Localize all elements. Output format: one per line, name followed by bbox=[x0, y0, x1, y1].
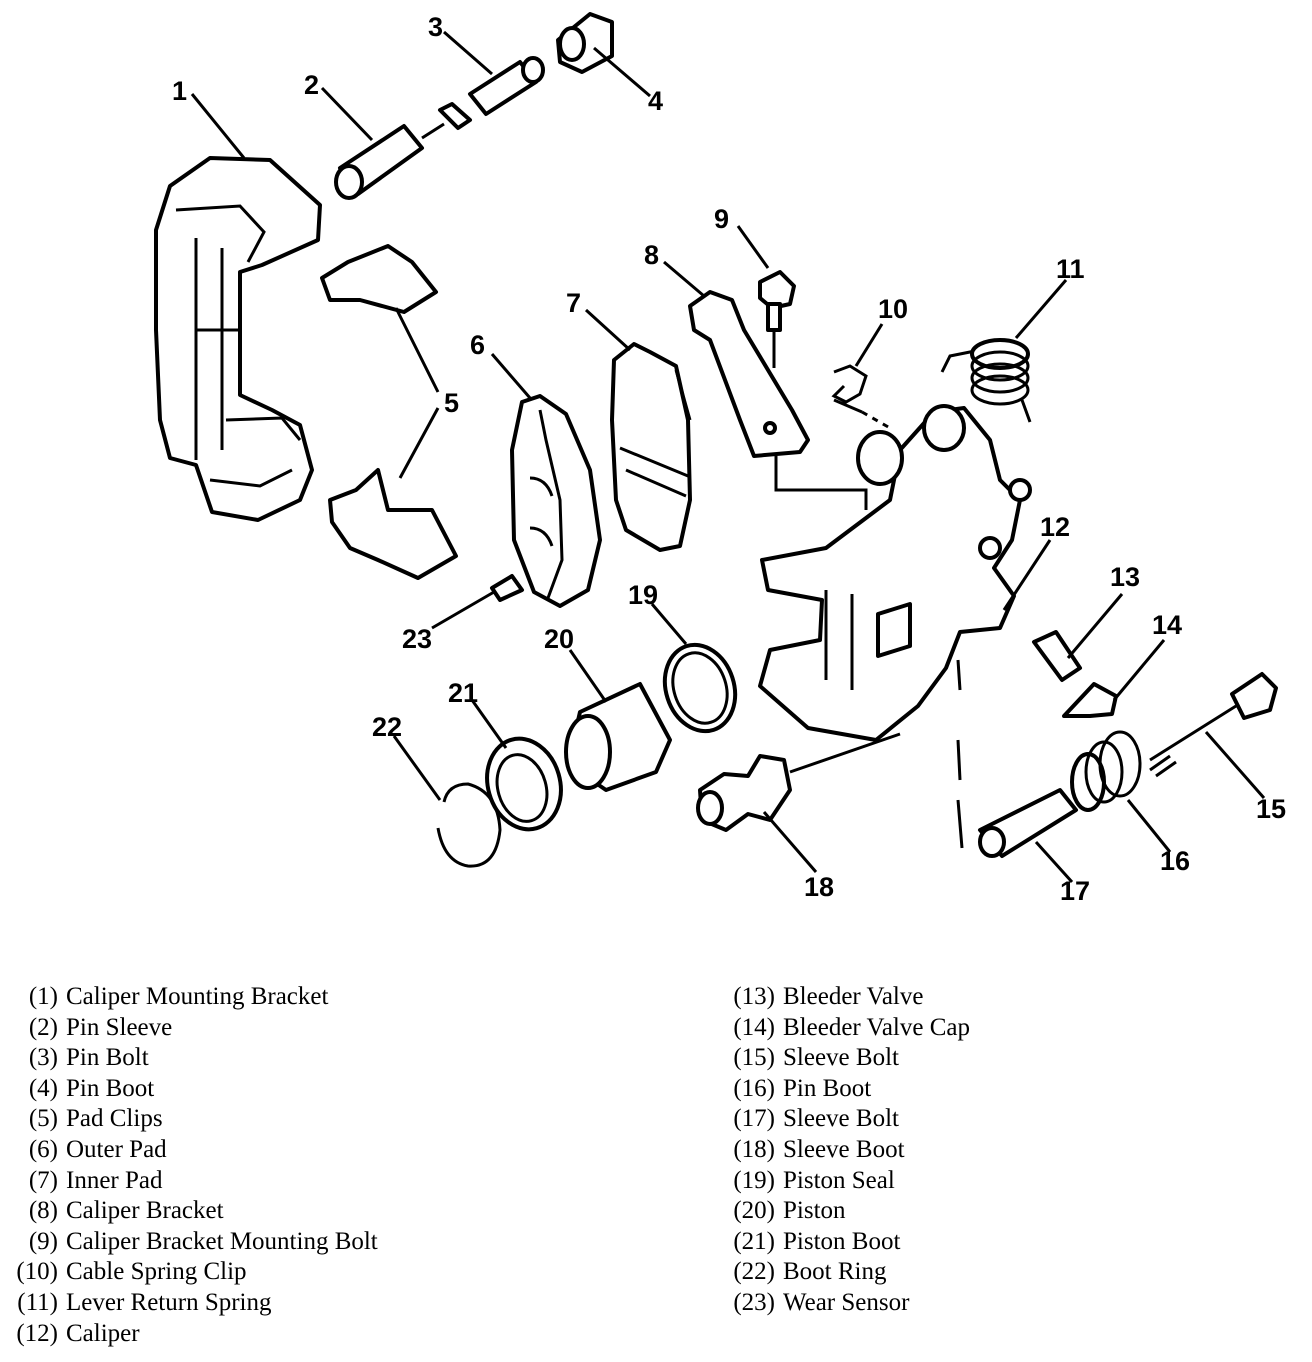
outer-pad-part bbox=[490, 394, 602, 608]
legend-item-8: (8)Caliper Bracket bbox=[28, 1197, 224, 1225]
sleeve-bolt-15-part bbox=[1149, 672, 1278, 778]
piston-part bbox=[564, 682, 672, 792]
cable-spring-clip-part bbox=[831, 364, 891, 430]
callout-19: 19 bbox=[628, 580, 658, 610]
legend-item-5: (5)Pad Clips bbox=[28, 1105, 163, 1133]
callout-18: 18 bbox=[804, 872, 834, 902]
callout-13: 13 bbox=[1110, 562, 1140, 592]
legend-left-column: (1)Caliper Mounting Bracket (2)Pin Sleev… bbox=[0, 982, 378, 1349]
parts-legend: (1)Caliper Mounting Bracket (2)Pin Sleev… bbox=[0, 982, 1312, 1352]
callout-8: 8 bbox=[644, 240, 659, 270]
sleeve-boot-part bbox=[696, 732, 901, 832]
callout-6: 6 bbox=[470, 330, 485, 360]
piston-boot-part bbox=[485, 736, 563, 832]
caliper-bracket-part bbox=[688, 290, 868, 510]
callout-4: 4 bbox=[648, 86, 663, 116]
callout-14: 14 bbox=[1152, 610, 1182, 640]
legend-item-16: (16)Pin Boot bbox=[733, 1074, 872, 1102]
callout-22: 22 bbox=[372, 712, 402, 742]
callout-2: 2 bbox=[304, 70, 319, 100]
legend-item-3: (3)Pin Bolt bbox=[28, 1044, 149, 1072]
callout-10: 10 bbox=[878, 294, 908, 324]
legend-item-22: (22)Boot Ring bbox=[733, 1258, 887, 1286]
legend-item-14: (14)Bleeder Valve Cap bbox=[733, 1013, 970, 1041]
legend-item-6: (6)Outer Pad bbox=[28, 1135, 167, 1163]
callout-21: 21 bbox=[448, 678, 478, 708]
caliper-mounting-bracket-part bbox=[154, 156, 322, 522]
pin-boot-16-part bbox=[1070, 730, 1142, 812]
legend-item-9: (9)Caliper Bracket Mounting Bolt bbox=[28, 1227, 378, 1255]
legend-item-21: (21)Piston Boot bbox=[733, 1227, 901, 1255]
bleeder-valve-cap-part bbox=[1062, 682, 1118, 718]
legend-item-1: (1)Caliper Mounting Bracket bbox=[28, 983, 329, 1010]
legend-item-12: (12)Caliper bbox=[16, 1319, 140, 1347]
bleeder-valve-part bbox=[1032, 630, 1082, 682]
callout-20: 20 bbox=[544, 624, 574, 654]
legend-item-13: (13)Bleeder Valve bbox=[733, 983, 924, 1010]
pin-bolt-part bbox=[438, 56, 545, 130]
pad-clips-part bbox=[320, 244, 458, 580]
callout-11: 11 bbox=[1056, 254, 1085, 284]
piston-seal-part bbox=[662, 642, 738, 734]
legend-item-4: (4)Pin Boot bbox=[28, 1074, 155, 1102]
callout-23: 23 bbox=[402, 624, 432, 654]
caliper-bracket-mounting-bolt-part bbox=[758, 270, 796, 368]
pin-sleeve-part bbox=[334, 122, 445, 200]
legend-right-column: (13)Bleeder Valve (14)Bleeder Valve Cap … bbox=[715, 982, 970, 1319]
callout-1: 1 bbox=[172, 76, 187, 106]
boot-ring-part bbox=[436, 782, 502, 868]
pin-boot-part bbox=[556, 12, 614, 74]
callout-numbers: 1 2 3 4 5 6 7 8 9 10 11 12 13 14 15 16 1… bbox=[172, 12, 1286, 906]
caliper-part bbox=[758, 404, 1032, 849]
legend-item-17: (17)Sleeve Bolt bbox=[733, 1105, 899, 1133]
lever-return-spring-part bbox=[940, 338, 1032, 423]
callout-7: 7 bbox=[566, 288, 581, 318]
inner-pad-part bbox=[610, 342, 692, 552]
callout-3: 3 bbox=[428, 12, 443, 42]
leader-lines bbox=[190, 30, 1266, 884]
callout-9: 9 bbox=[714, 204, 729, 234]
legend-item-19: (19)Piston Seal bbox=[733, 1166, 895, 1194]
callout-16: 16 bbox=[1160, 846, 1190, 876]
callout-15: 15 bbox=[1256, 794, 1286, 824]
callout-17: 17 bbox=[1060, 876, 1090, 906]
legend-item-2: (2)Pin Sleeve bbox=[28, 1013, 173, 1041]
legend-item-23: (23)Wear Sensor bbox=[733, 1288, 910, 1316]
callout-5: 5 bbox=[444, 388, 459, 418]
legend-item-18: (18)Sleeve Boot bbox=[733, 1135, 905, 1163]
legend-item-10: (10)Cable Spring Clip bbox=[16, 1258, 247, 1286]
sleeve-bolt-17-part bbox=[978, 788, 1078, 858]
legend-item-7: (7)Inner Pad bbox=[28, 1166, 163, 1194]
callout-12: 12 bbox=[1040, 512, 1070, 542]
legend-item-20: (20)Piston bbox=[733, 1197, 846, 1225]
exploded-caliper-diagram: 1 2 3 4 5 6 7 8 9 10 11 12 13 14 15 16 1… bbox=[154, 12, 1286, 906]
legend-item-11: (11)Lever Return Spring bbox=[17, 1288, 272, 1316]
legend-item-15: (15)Sleeve Bolt bbox=[733, 1044, 899, 1072]
